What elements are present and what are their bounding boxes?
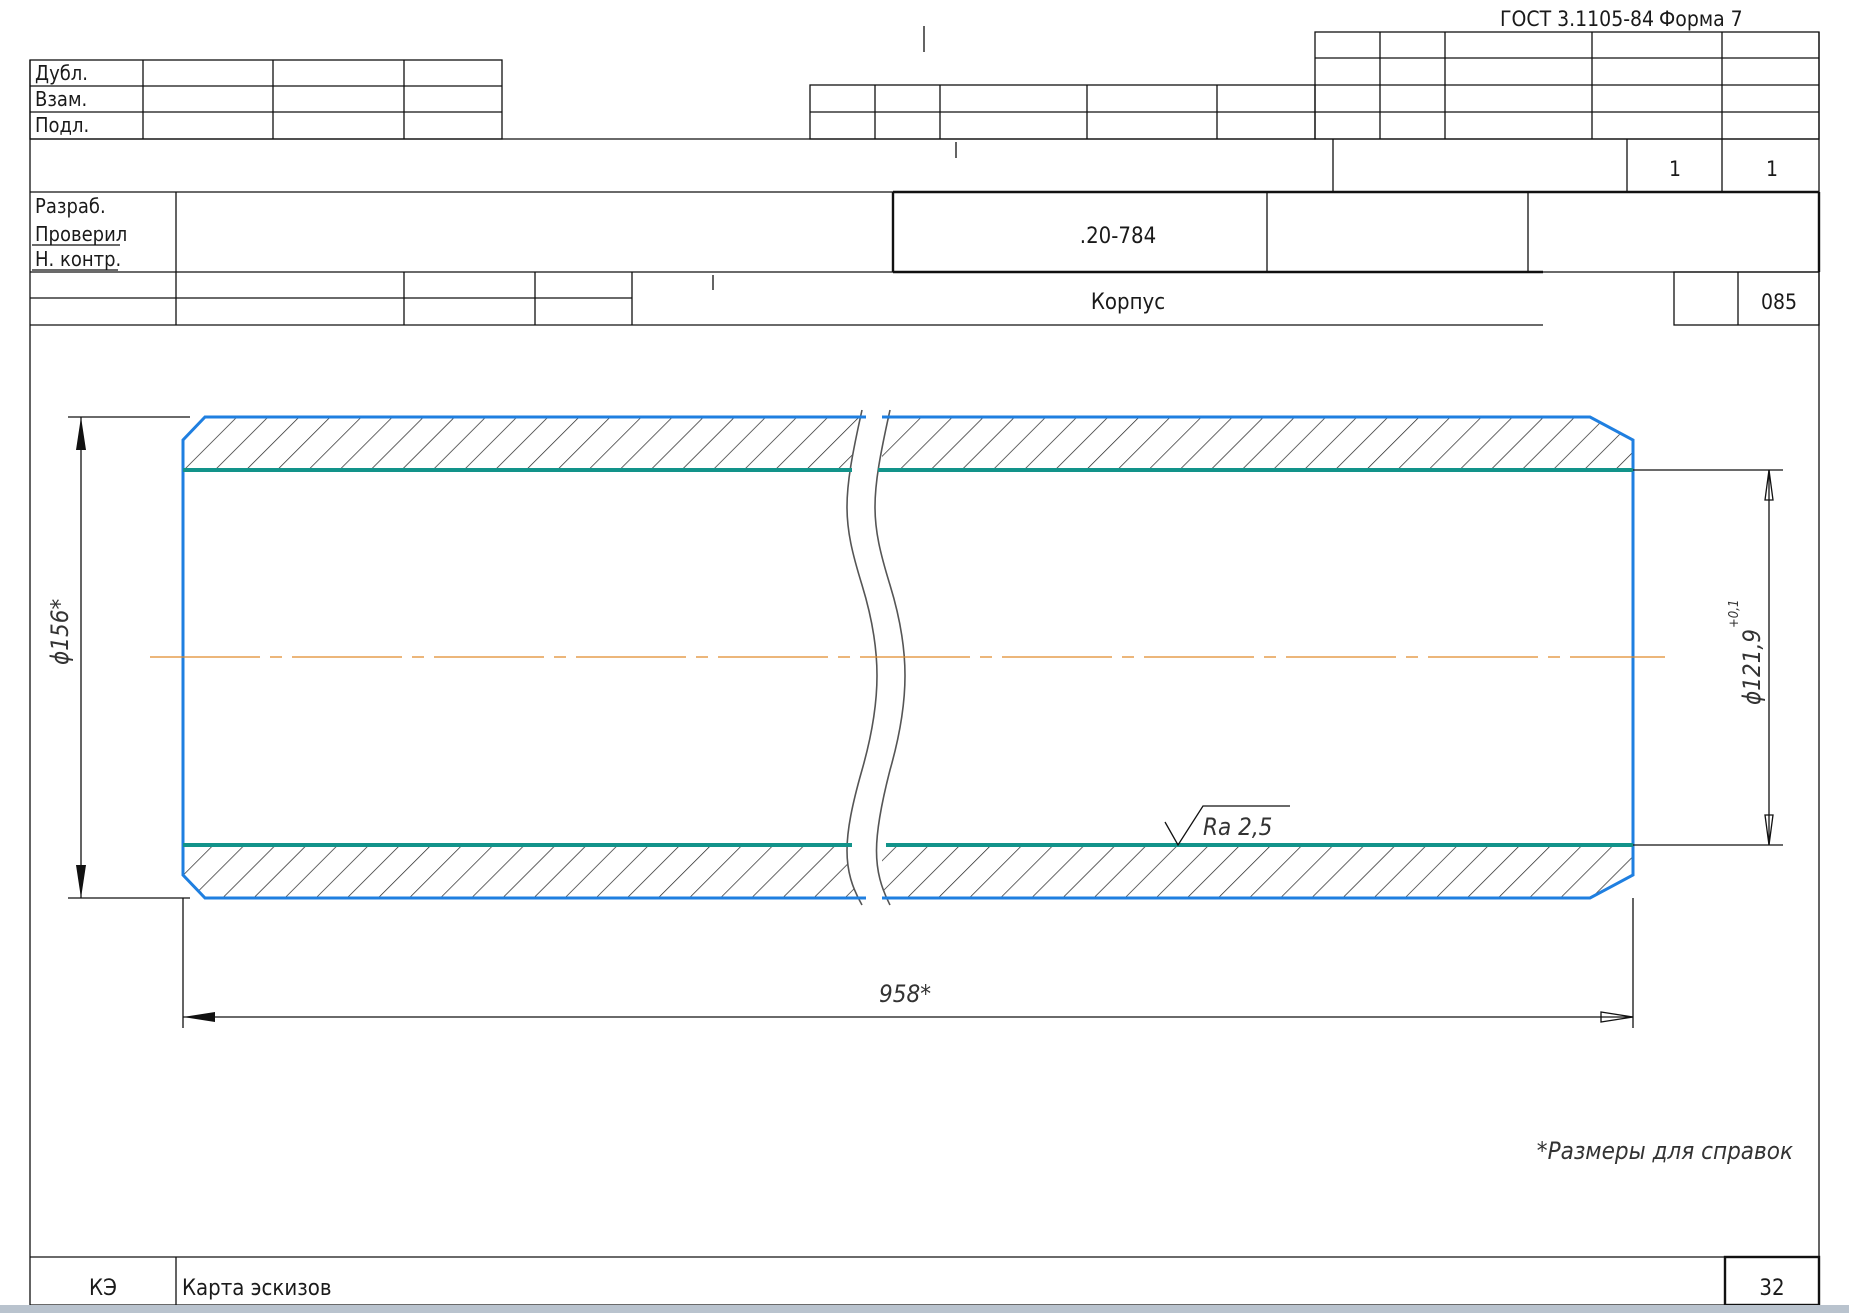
- sheet-number: 1: [1669, 157, 1681, 181]
- inner-diameter-tolerance: +0,1: [1727, 600, 1742, 628]
- stamp-row-podl: Подл.: [35, 113, 89, 137]
- length-label: 958*: [879, 980, 931, 1008]
- doc-title: Карта эскизов: [182, 1276, 332, 1301]
- roughness-label: Ra 2,5: [1203, 813, 1272, 841]
- gost-label: ГОСТ 3.1105-84: [1500, 7, 1654, 31]
- role-developer: Разраб.: [35, 194, 106, 218]
- hatch-top-wall: [183, 417, 1633, 470]
- stamp-top-right: [809, 31, 1820, 140]
- reference-note: *Размеры для справок: [1537, 1137, 1793, 1165]
- break-line-right: [874, 409, 906, 906]
- stamp-row-dubl: Дубл.: [35, 61, 88, 85]
- roughness-symbol: [1164, 805, 1290, 847]
- page-number: 32: [1759, 1276, 1784, 1301]
- part-drawing: ϕ156* ϕ121,9 +0,1 958* Ra 2,5 *Размеры д…: [46, 409, 1793, 1165]
- stamp-row-vzam: Взам.: [35, 87, 87, 111]
- inner-diameter-label: ϕ121,9: [1738, 629, 1766, 705]
- sheet-row: [30, 138, 1819, 193]
- document-code: .20-784: [1080, 224, 1156, 249]
- form-label: Форма 7: [1659, 7, 1743, 31]
- doc-type: КЭ: [89, 1276, 117, 1301]
- outer-diameter-label: ϕ156*: [46, 599, 74, 665]
- sheet-frame: [29, 32, 1820, 1305]
- dimension-inner-diameter: [1633, 469, 1783, 846]
- bore-lines: [183, 468, 1633, 847]
- sheets-total: 1: [1766, 157, 1778, 181]
- role-checker: Проверил: [35, 222, 127, 246]
- operation-code: 085: [1761, 290, 1797, 314]
- dimension-outer-diameter: [68, 416, 190, 899]
- window-bottom-bar: [0, 1305, 1849, 1313]
- hatch-bottom-wall: [183, 845, 1633, 898]
- stamp-left: [29, 59, 503, 140]
- title-block: [30, 190, 1821, 326]
- part-name: Корпус: [1091, 290, 1165, 315]
- dimension-length: [182, 898, 1634, 1028]
- role-norm-control: Н. контр.: [35, 247, 121, 271]
